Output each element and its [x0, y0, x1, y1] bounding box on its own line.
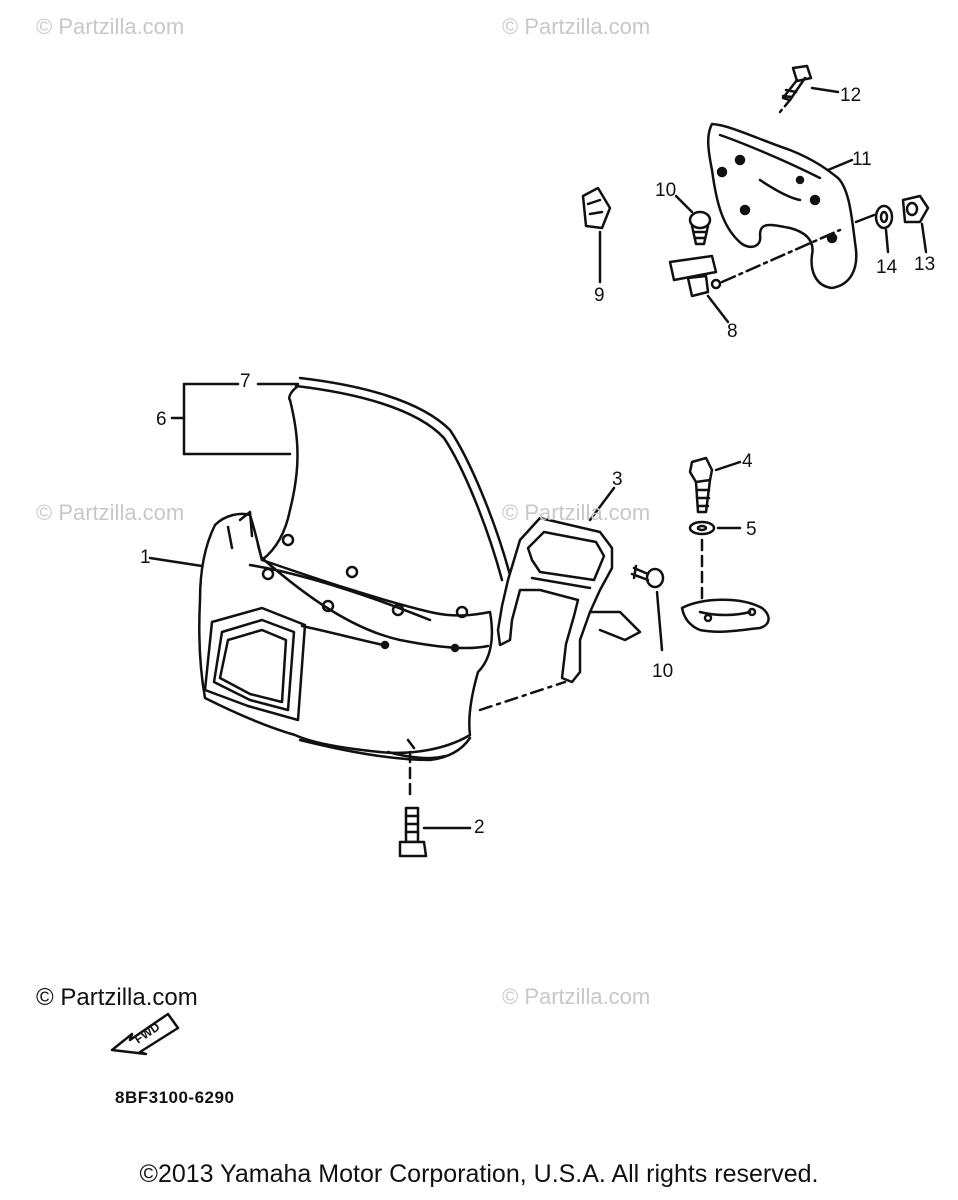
part-3-stay [478, 486, 642, 712]
callout-1: 1 [140, 547, 151, 568]
callout-2: 2 [474, 817, 485, 838]
watermark: © Partzilla.com [502, 14, 651, 39]
callout-12: 12 [840, 85, 862, 106]
callout-9: 9 [594, 285, 605, 306]
part-11-bracket [707, 98, 858, 290]
callout-11: 11 [852, 149, 872, 170]
part-8-plate-nut [668, 228, 842, 324]
copyright-notice: ©2013 Yamaha Motor Corporation, U.S.A. A… [139, 1160, 819, 1188]
watermark: © Partzilla.com [36, 14, 185, 39]
callout-14: 14 [876, 257, 898, 278]
part-13-nut [901, 194, 930, 254]
part-6-7-windshield [170, 376, 512, 582]
callout-4: 4 [742, 451, 753, 472]
part-5-washer [688, 520, 742, 602]
watermark: © Partzilla.com [502, 984, 651, 1009]
callout-13: 13 [914, 254, 936, 275]
part-2-bolt [398, 750, 472, 858]
part-14-washer [854, 204, 894, 254]
part-9-clip [581, 186, 612, 284]
mounting-tab [680, 598, 770, 633]
fwd-arrow-icon [110, 1012, 180, 1056]
watermark: © Partzilla.com [36, 500, 185, 525]
callout-6: 6 [156, 409, 167, 430]
callout-10-upper: 10 [655, 180, 677, 201]
part-4-bolt [688, 456, 742, 514]
callout-5: 5 [746, 519, 757, 540]
callout-3: 3 [612, 469, 623, 490]
callout-7: 7 [240, 371, 251, 392]
callout-10-lower: 10 [652, 661, 674, 682]
watermark: © Partzilla.com [36, 984, 198, 1011]
diagram-code: 8BF3100-6290 [115, 1088, 235, 1107]
callout-8: 8 [727, 321, 738, 342]
watermark: © Partzilla.com [502, 500, 651, 525]
part-10-grommet-lower [630, 564, 665, 652]
part-10-grommet-upper [674, 194, 712, 246]
part-1-cowling [148, 510, 494, 762]
part-12-bolt [781, 64, 840, 102]
